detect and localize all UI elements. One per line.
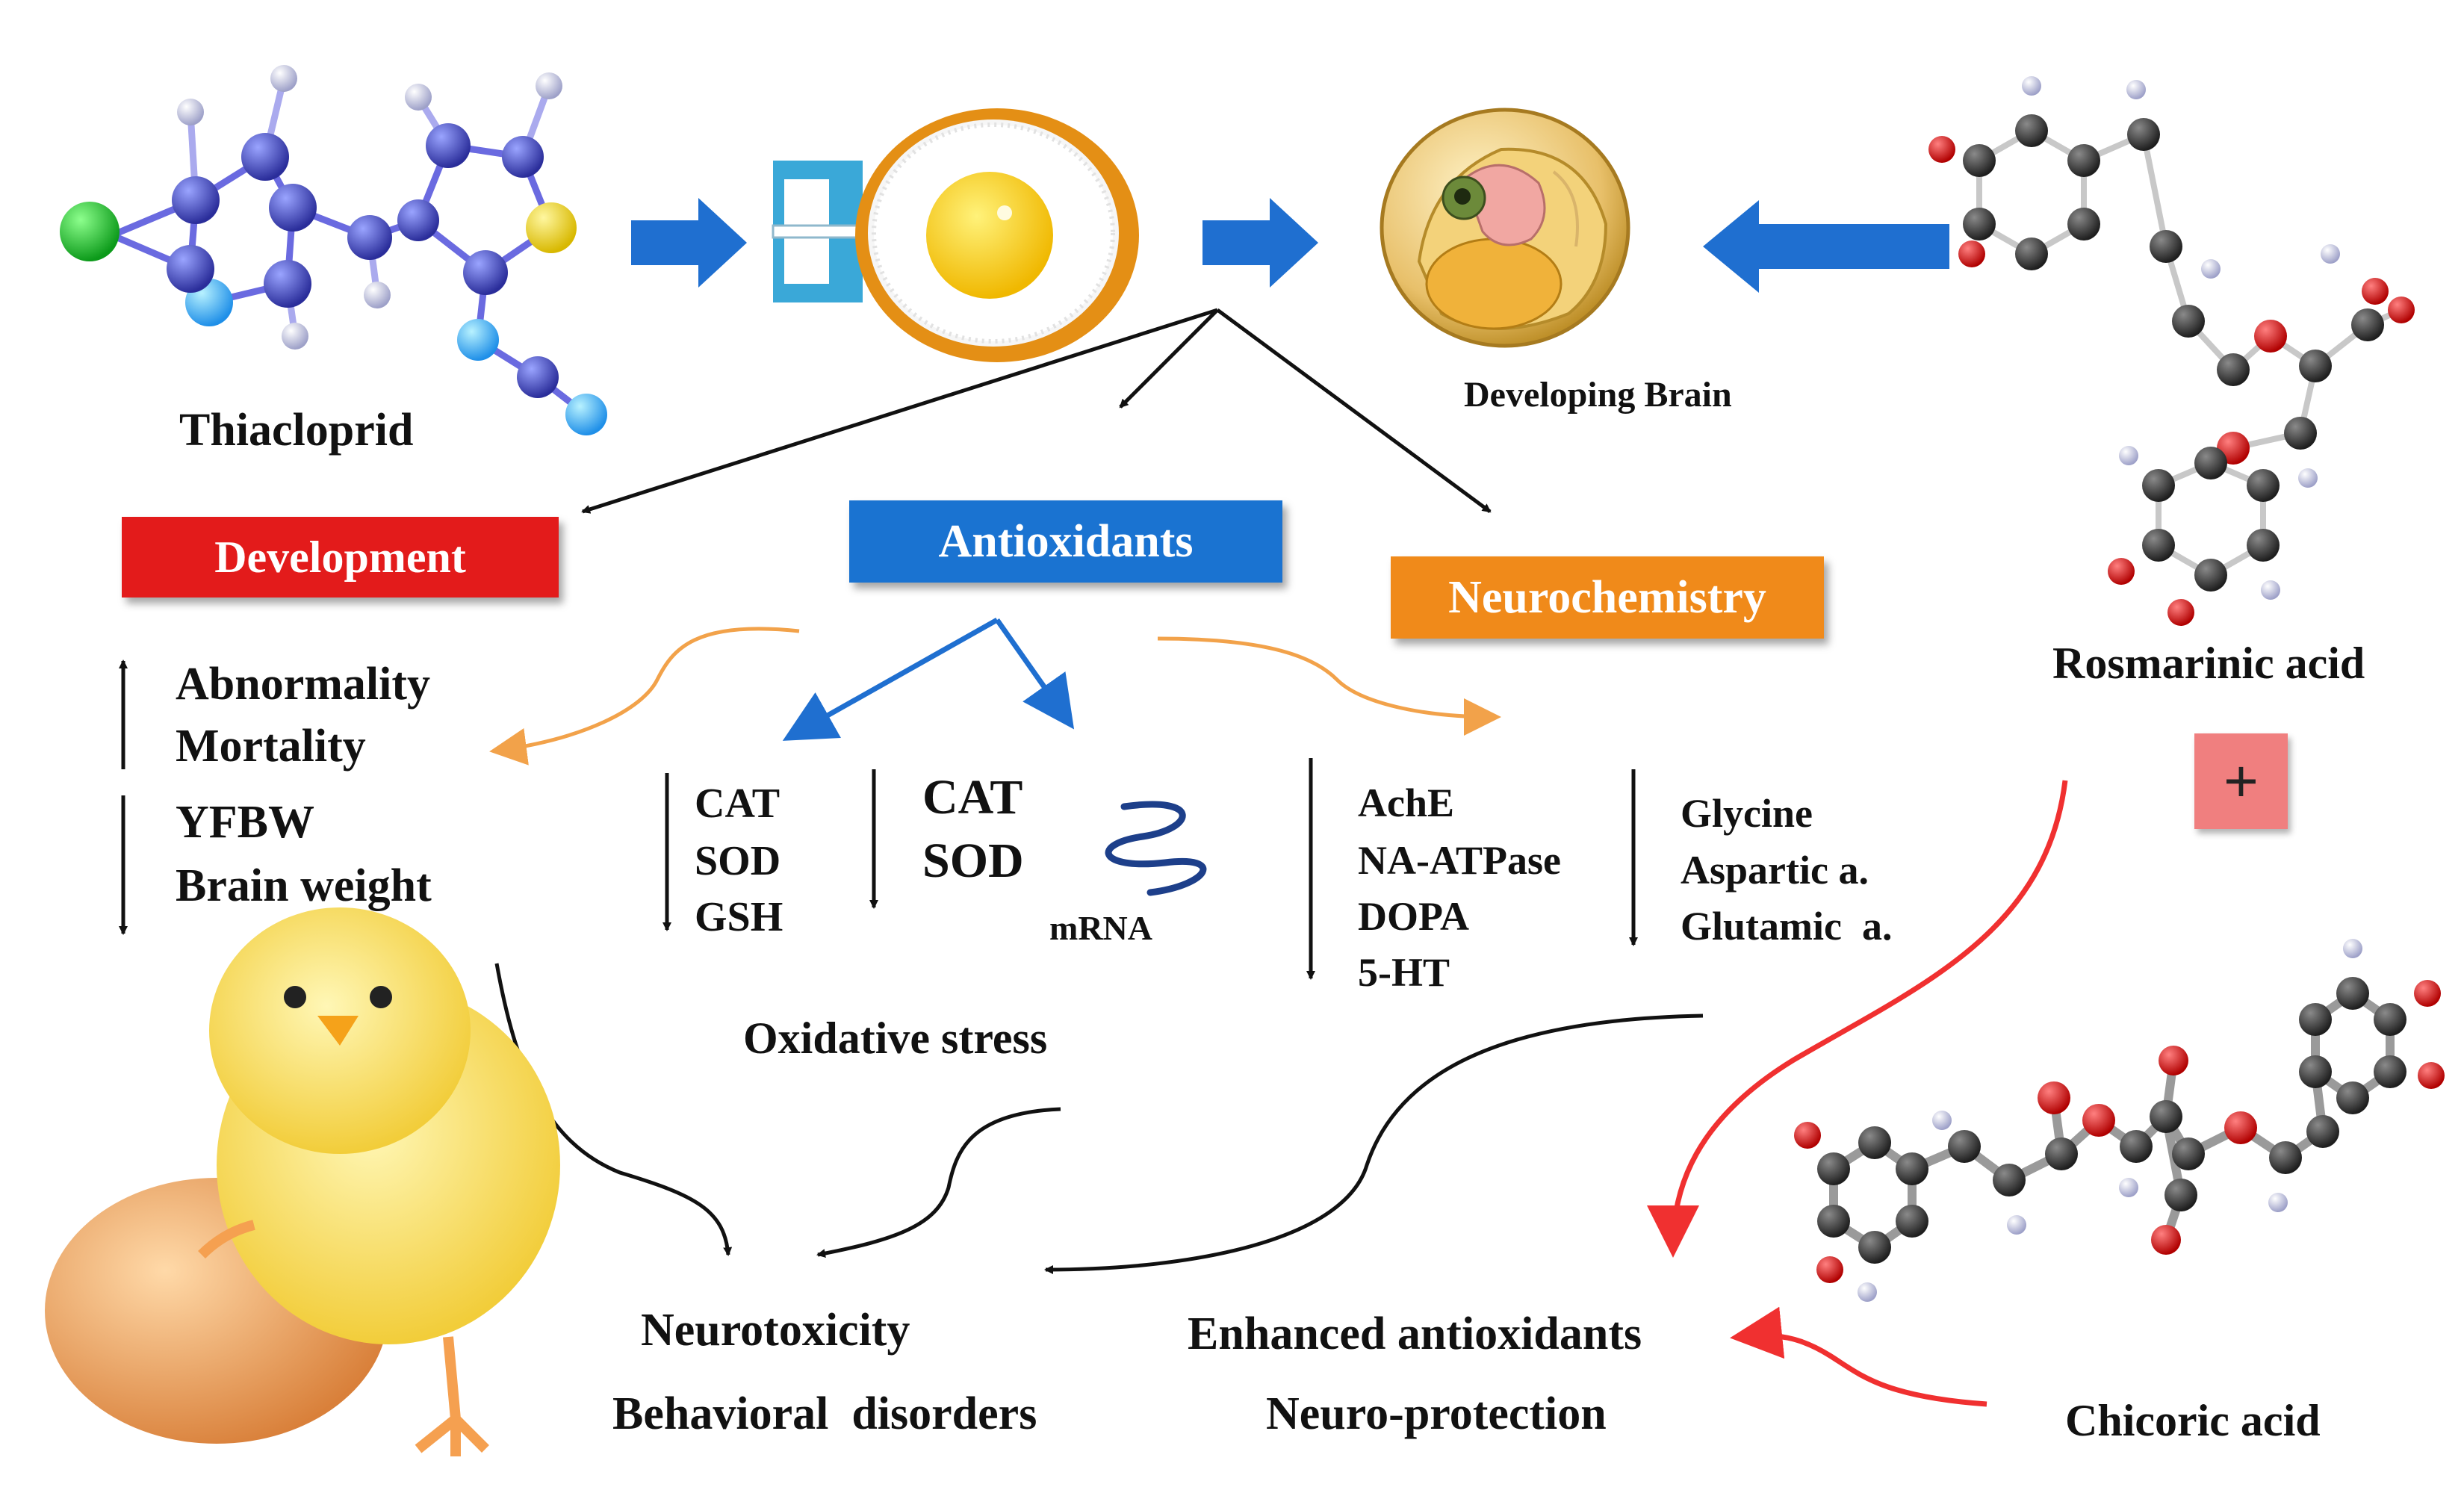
neurotoxicity-label: Neurotoxicity bbox=[641, 1305, 910, 1356]
yfbw-label: YFBW bbox=[176, 797, 314, 848]
neuro-dopa: DOPA bbox=[1358, 894, 1469, 939]
chicoric-atoms bbox=[1794, 939, 2445, 1302]
chicoric-label: Chicoric acid bbox=[2065, 1396, 2321, 1445]
arrow-oxidative-to-neurotoxicity bbox=[816, 1107, 1061, 1258]
development-box: Development bbox=[122, 517, 559, 597]
arrow-to-development bbox=[581, 308, 1218, 514]
arrow-neurochem-to-neurotoxicity bbox=[1044, 1014, 1704, 1274]
syringe-icon bbox=[772, 161, 894, 302]
blue-arrow-left bbox=[782, 617, 999, 741]
orange-arrow-left bbox=[489, 627, 800, 766]
thiacloprid-label: Thiacloprid bbox=[179, 405, 414, 456]
neuroprotection-label: Neuro-protection bbox=[1266, 1388, 1607, 1439]
neuro-glutamic: Glutamic a. bbox=[1681, 904, 1893, 949]
thiacloprid-atoms bbox=[60, 65, 607, 435]
gene-cat: CAT bbox=[922, 770, 1023, 825]
arrow-to-neurochemistry bbox=[1216, 308, 1492, 514]
enzyme-sod: SOD bbox=[695, 838, 781, 884]
oxidative-stress-label: Oxidative stress bbox=[743, 1014, 1048, 1063]
antioxidants-box: Antioxidants bbox=[849, 500, 1282, 583]
abnormality-label: Abnormality bbox=[176, 659, 430, 710]
arrow-left-3 bbox=[1703, 200, 1949, 293]
enzyme-gsh: GSH bbox=[695, 894, 783, 940]
behavioral-disorders-label: Behavioral disorders bbox=[612, 1388, 1037, 1439]
arrow-right-2 bbox=[1202, 198, 1318, 288]
chick-icon bbox=[198, 907, 560, 1456]
plus-box: + bbox=[2194, 733, 2288, 829]
rosmarinic-atoms bbox=[1928, 76, 2415, 626]
neuro-5ht: 5-HT bbox=[1358, 950, 1450, 995]
arrow-to-antioxidants bbox=[1119, 308, 1219, 409]
mrna-strand-icon bbox=[1105, 801, 1207, 896]
neuro-glycine: Glycine bbox=[1681, 791, 1813, 836]
arrow-dev-to-neurotoxicity bbox=[494, 963, 733, 1256]
enzyme-cat: CAT bbox=[695, 780, 781, 827]
developing-brain-label: Developing Brain bbox=[1464, 375, 1732, 415]
embryo-egg-icon bbox=[1380, 108, 1630, 348]
neuro-aspartic: Aspartic a. bbox=[1681, 848, 1869, 893]
chlorine-atom-icon bbox=[60, 202, 120, 261]
enhanced-antioxidants-label: Enhanced antioxidants bbox=[1188, 1309, 1642, 1359]
neuro-ache: AchE bbox=[1358, 780, 1455, 825]
red-arrow-rosmarinic bbox=[1647, 780, 2068, 1258]
blue-arrow-right bbox=[995, 618, 1075, 730]
egg-yolk-icon bbox=[855, 108, 1139, 362]
red-arrow-chicoric bbox=[1730, 1306, 1987, 1407]
neurochemistry-box: Neurochemistry bbox=[1391, 556, 1824, 639]
brain-weight-label: Brain weight bbox=[176, 860, 432, 911]
neuro-na-atpase: NA-ATPase bbox=[1358, 838, 1561, 883]
rosmarinic-molecule bbox=[1976, 128, 2403, 579]
arrow-right-1 bbox=[631, 198, 747, 288]
mrna-label: mRNA bbox=[1049, 909, 1152, 947]
gene-sod: SOD bbox=[922, 834, 1024, 888]
rosmarinic-label: Rosmarinic acid bbox=[2052, 639, 2365, 688]
orange-arrow-right bbox=[1157, 636, 1501, 736]
mortality-label: Mortality bbox=[176, 721, 366, 772]
